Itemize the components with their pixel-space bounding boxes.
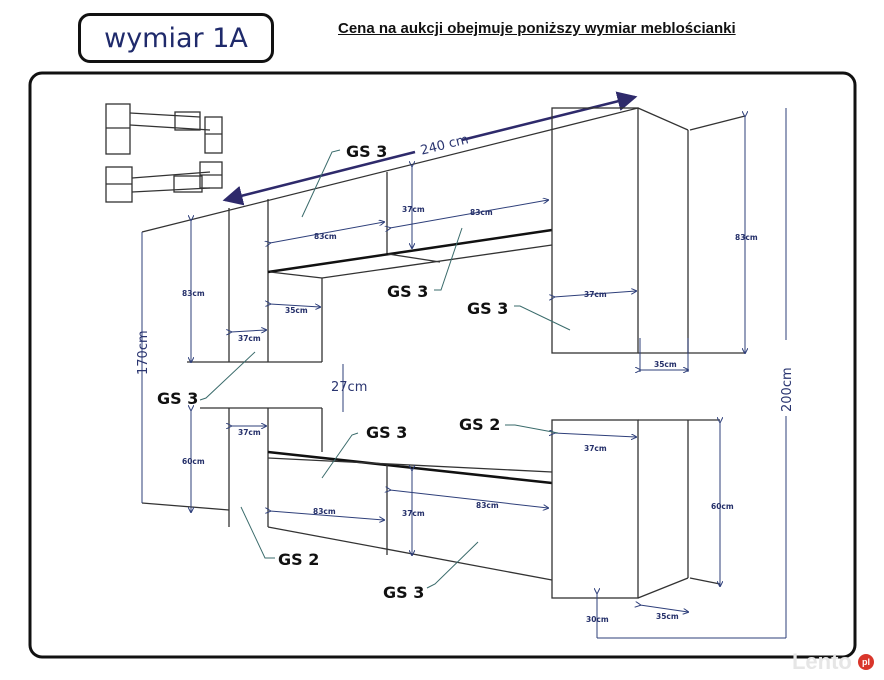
header-note: Cena na aukcji obejmuje poniższy wymiar … — [338, 20, 736, 37]
dim-label: 83cm — [476, 501, 499, 510]
watermark: Lento pl — [792, 648, 874, 674]
width-label: 240 cm — [419, 132, 470, 158]
title: wymiar 1A — [104, 22, 248, 54]
height-right-label: 200cm — [780, 367, 795, 412]
dim-label: 37cm — [238, 334, 261, 343]
dim-label: 37cm — [584, 444, 607, 453]
width-arrow — [222, 150, 416, 206]
dim-label: 35cm — [654, 360, 677, 369]
dim-label: 83cm — [314, 232, 337, 241]
dimension-lines — [141, 108, 787, 639]
gs2-right-label: GS 2 — [459, 415, 500, 434]
dim-label: 83cm — [313, 507, 336, 516]
gs3-left-label: GS 3 — [157, 389, 198, 408]
gs3-right-label: GS 3 — [467, 299, 508, 318]
drawing-frame — [28, 71, 857, 659]
gs3-lower-center-label: GS 3 — [366, 423, 407, 442]
dim-label: 83cm — [735, 233, 758, 242]
width-arrow — [461, 91, 638, 142]
dim-label: 37cm — [238, 428, 261, 437]
watermark-badge: pl — [858, 654, 874, 671]
callout-leaders — [199, 149, 571, 589]
dim-label: 60cm — [182, 457, 205, 466]
watermark-text: Lento — [791, 649, 852, 675]
upper-unit — [141, 107, 746, 363]
gap-label: 27cm — [331, 380, 367, 395]
dim-label: 83cm — [470, 208, 493, 217]
thumbnail-bottom-view — [105, 161, 223, 203]
height-left-label: 170cm — [136, 330, 151, 375]
gs3-top-label: GS 3 — [346, 142, 387, 161]
dim-label: 60cm — [711, 502, 734, 511]
dim-label: 37cm — [402, 205, 425, 214]
gs2-bottom-label: GS 2 — [278, 550, 319, 569]
dim-label: 37cm — [584, 290, 607, 299]
title-box: wymiar 1A — [78, 13, 274, 63]
thumbnail-top-view — [105, 103, 223, 155]
dim-label: 35cm — [285, 306, 308, 315]
dim-label: 30cm — [586, 615, 609, 624]
dim-label: 83cm — [182, 289, 205, 298]
gs3-bottom-label: GS 3 — [383, 583, 424, 602]
dim-label: 37cm — [402, 509, 425, 518]
dim-label: 35cm — [656, 612, 679, 621]
gs3-mid-label: GS 3 — [387, 282, 428, 301]
